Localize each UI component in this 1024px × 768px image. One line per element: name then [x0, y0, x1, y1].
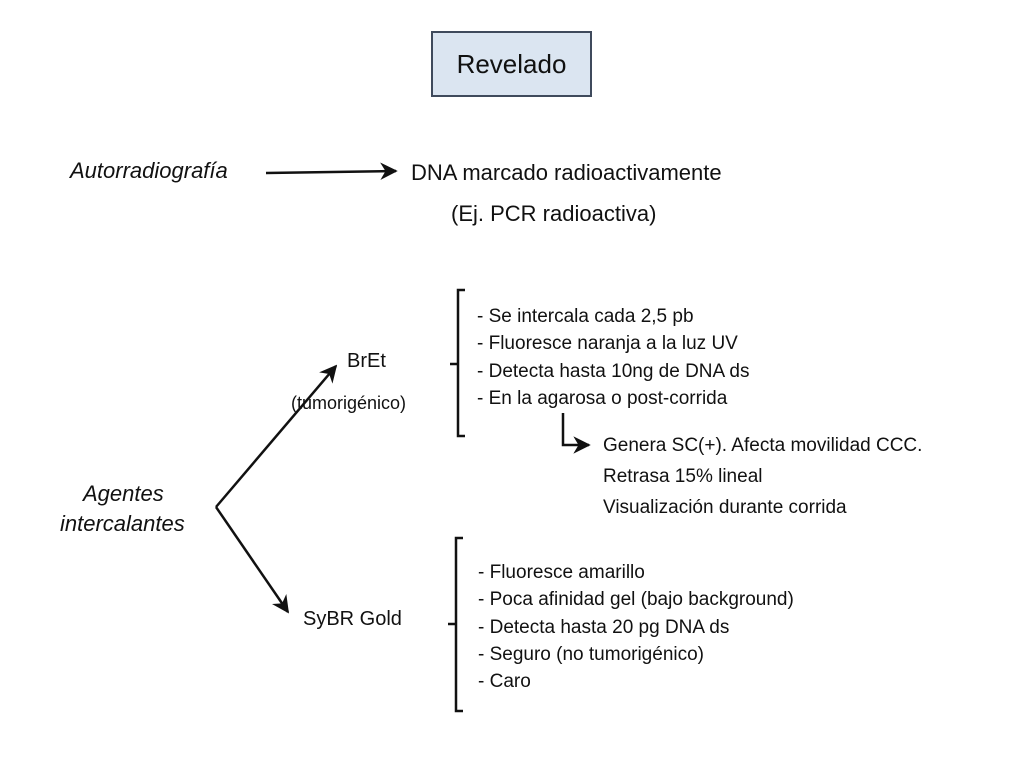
sybr-properties-list: - Fluoresce amarillo - Poca afinidad gel…: [478, 559, 794, 695]
bret-bracket: [450, 288, 465, 438]
autorradiografia-target: DNA marcado radioactivamente: [411, 160, 722, 185]
bret-consequences: Genera SC(+). Afecta movilidad CCC. Retr…: [603, 430, 922, 523]
list-item: - Fluoresce naranja a la luz UV: [477, 333, 738, 355]
title-box: Revelado: [431, 31, 592, 97]
branch-arrow-sybr: [214, 506, 290, 614]
agentes-label-line2: intercalantes: [60, 511, 185, 536]
list-item: - Poca afinidad gel (bajo background): [478, 589, 794, 611]
consequence-line: Visualización durante corrida: [603, 497, 847, 518]
list-item: - Caro: [478, 671, 531, 693]
list-item: - Se intercala cada 2,5 pb: [477, 306, 694, 327]
sybr-bracket: [448, 536, 463, 713]
list-item: - En la agarosa o post-corrida: [477, 387, 728, 409]
autorradiografia-label: Autorradiografía: [70, 158, 228, 183]
bret-name: BrEt: [347, 350, 386, 372]
sybr-name: SyBR Gold: [303, 608, 402, 630]
title-text: Revelado: [456, 48, 567, 79]
bret-note: (tumorigénico): [291, 393, 407, 413]
autorradiografia-arrow: [265, 162, 398, 180]
list-item: - Detecta hasta 10ng de DNA ds: [477, 360, 750, 382]
consequence-elbow-arrow: [561, 413, 591, 454]
consequence-line: Retrasa 15% lineal: [603, 466, 763, 487]
consequence-line: Genera SC(+). Afecta movilidad CCC.: [603, 435, 923, 456]
list-item: - Detecta hasta 20 pg DNA ds: [478, 616, 730, 638]
agentes-label-line1: Agentes: [83, 481, 164, 506]
autorradiografia-example: (Ej. PCR radioactiva): [451, 201, 657, 226]
bret-properties-list: - Se intercala cada 2,5 pb - Fluoresce n…: [477, 303, 750, 412]
list-item: - Seguro (no tumorigénico): [478, 643, 704, 665]
list-item: - Fluoresce amarillo: [478, 562, 645, 583]
branch-arrow-bret: [215, 364, 338, 508]
